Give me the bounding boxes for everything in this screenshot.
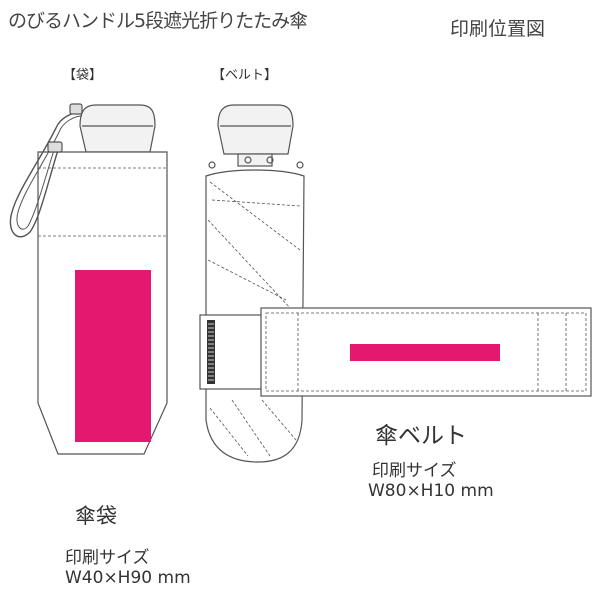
belt-print-label: 印刷サイズ (372, 461, 457, 481)
belt-name: 傘ベルト (375, 423, 467, 449)
print-position-label: 印刷位置図 (450, 18, 546, 40)
umbrella-bag (9, 103, 168, 455)
belt-print-area (350, 344, 500, 361)
bag-strap (9, 111, 83, 238)
umbrella-belt (199, 307, 592, 397)
belt-print-size: W80×H10 mm (368, 481, 494, 501)
bag-print-area (75, 270, 151, 442)
umbrella-handle-cap (217, 104, 294, 155)
belt-heading: 【ベルト】 (212, 68, 278, 83)
product-title: のびるハンドル5段遮光折りたたみ傘 (8, 10, 308, 32)
bag-heading: 【袋】 (63, 68, 103, 83)
bag-name: 傘袋 (75, 504, 117, 528)
folded-umbrella (205, 104, 305, 463)
bag-print-label: 印刷サイズ (65, 548, 150, 568)
bag-print-size: W40×H90 mm (65, 568, 191, 588)
bag-handle-cap (79, 104, 156, 153)
